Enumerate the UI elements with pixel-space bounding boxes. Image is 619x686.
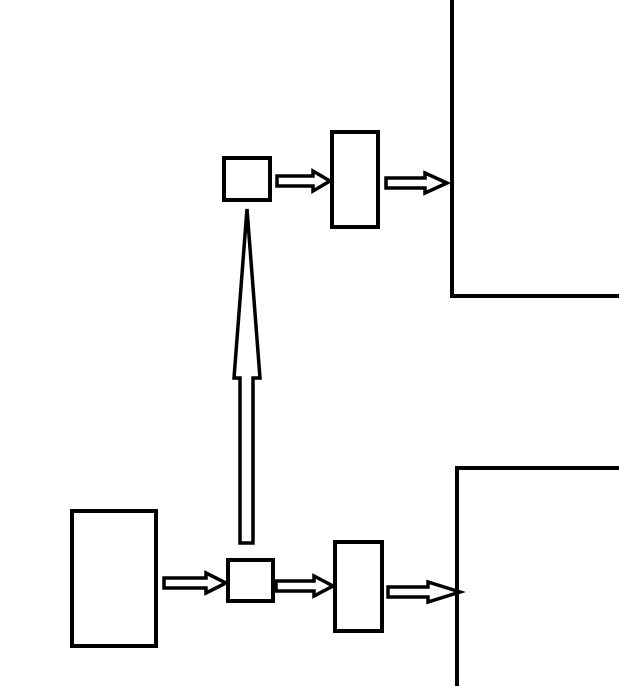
upper-junction-block: [222, 156, 272, 202]
source-block: [70, 509, 158, 648]
arrow-upper-middle-to-target: [384, 170, 452, 196]
lower-target-panel: [455, 466, 619, 686]
arrow-lower-middle-to-target: [386, 579, 466, 605]
arrow-upper-junction-to-middle: [275, 167, 334, 195]
arrow-lower-junction-to-upper-junction: [232, 208, 262, 545]
lower-junction-block: [226, 558, 275, 603]
arrow-lower-junction-to-middle: [274, 573, 337, 599]
lower-middle-block: [333, 540, 384, 633]
upper-middle-block: [330, 130, 380, 229]
arrow-source-to-lower-junction: [162, 570, 230, 596]
upper-target-panel: [450, 0, 619, 298]
